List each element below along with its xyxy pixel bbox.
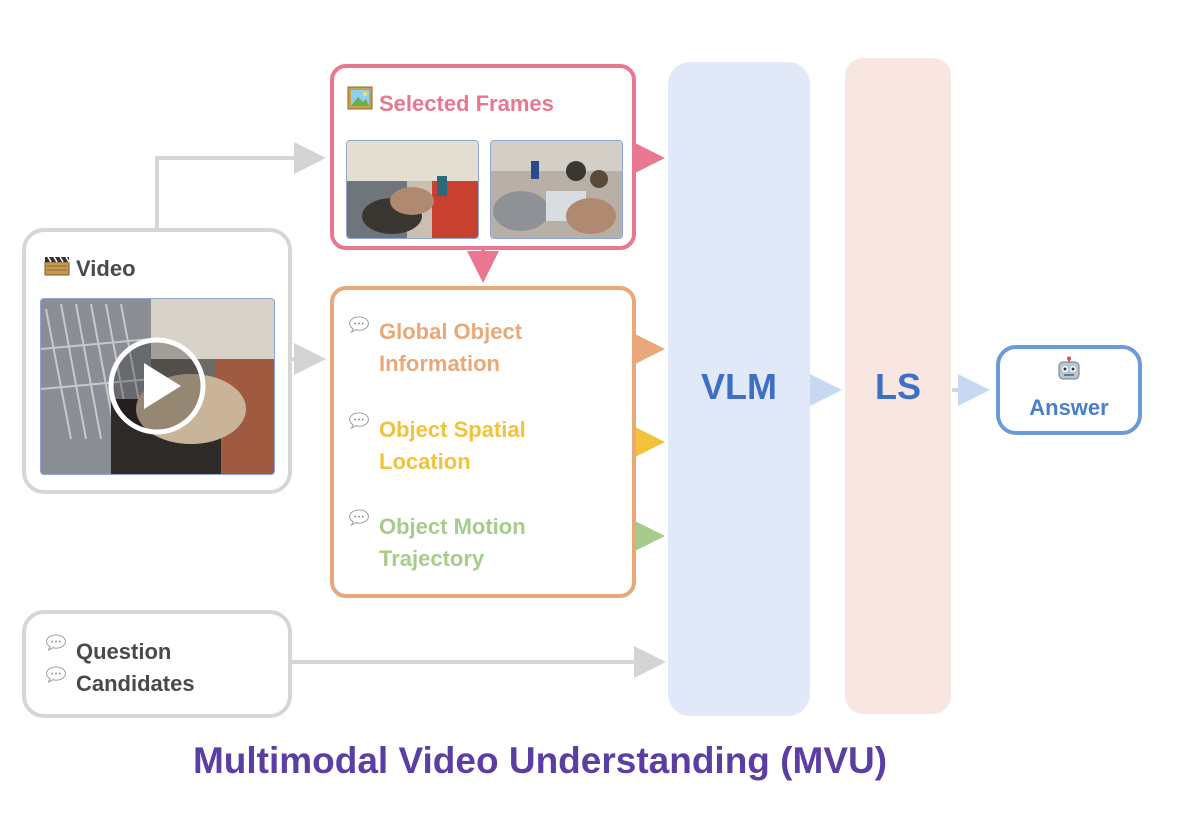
ls-block	[845, 58, 951, 714]
selected-frames-label: Selected Frames	[379, 91, 554, 116]
vlm-block	[668, 62, 810, 716]
object-motion-trajectory-label: Object Motion Trajectory	[379, 514, 526, 571]
object-spatial-location-label: Object Spatial Location	[379, 417, 526, 474]
picture-icon	[347, 86, 373, 110]
question-candidates-box	[22, 610, 292, 718]
selected-frame-1	[346, 140, 479, 239]
ls-label: LS	[874, 366, 921, 407]
video-thumbnail	[40, 298, 275, 475]
answer-label: Answer	[1029, 395, 1109, 420]
candidates-label: Candidates	[76, 671, 195, 696]
vlm-label: VLM	[701, 366, 777, 407]
global-object-info-label: Global Object Information	[379, 319, 523, 376]
object-info-box	[330, 286, 636, 598]
selected-frame-2	[490, 140, 623, 239]
video-label: Video	[76, 256, 136, 281]
video-to-frames-arrow	[155, 142, 326, 228]
question-label: Question	[76, 639, 172, 664]
film-icon	[44, 256, 70, 276]
robot-icon	[1056, 356, 1082, 382]
diagram-title: Multimodal Video Understanding (MVU)	[192, 740, 888, 781]
